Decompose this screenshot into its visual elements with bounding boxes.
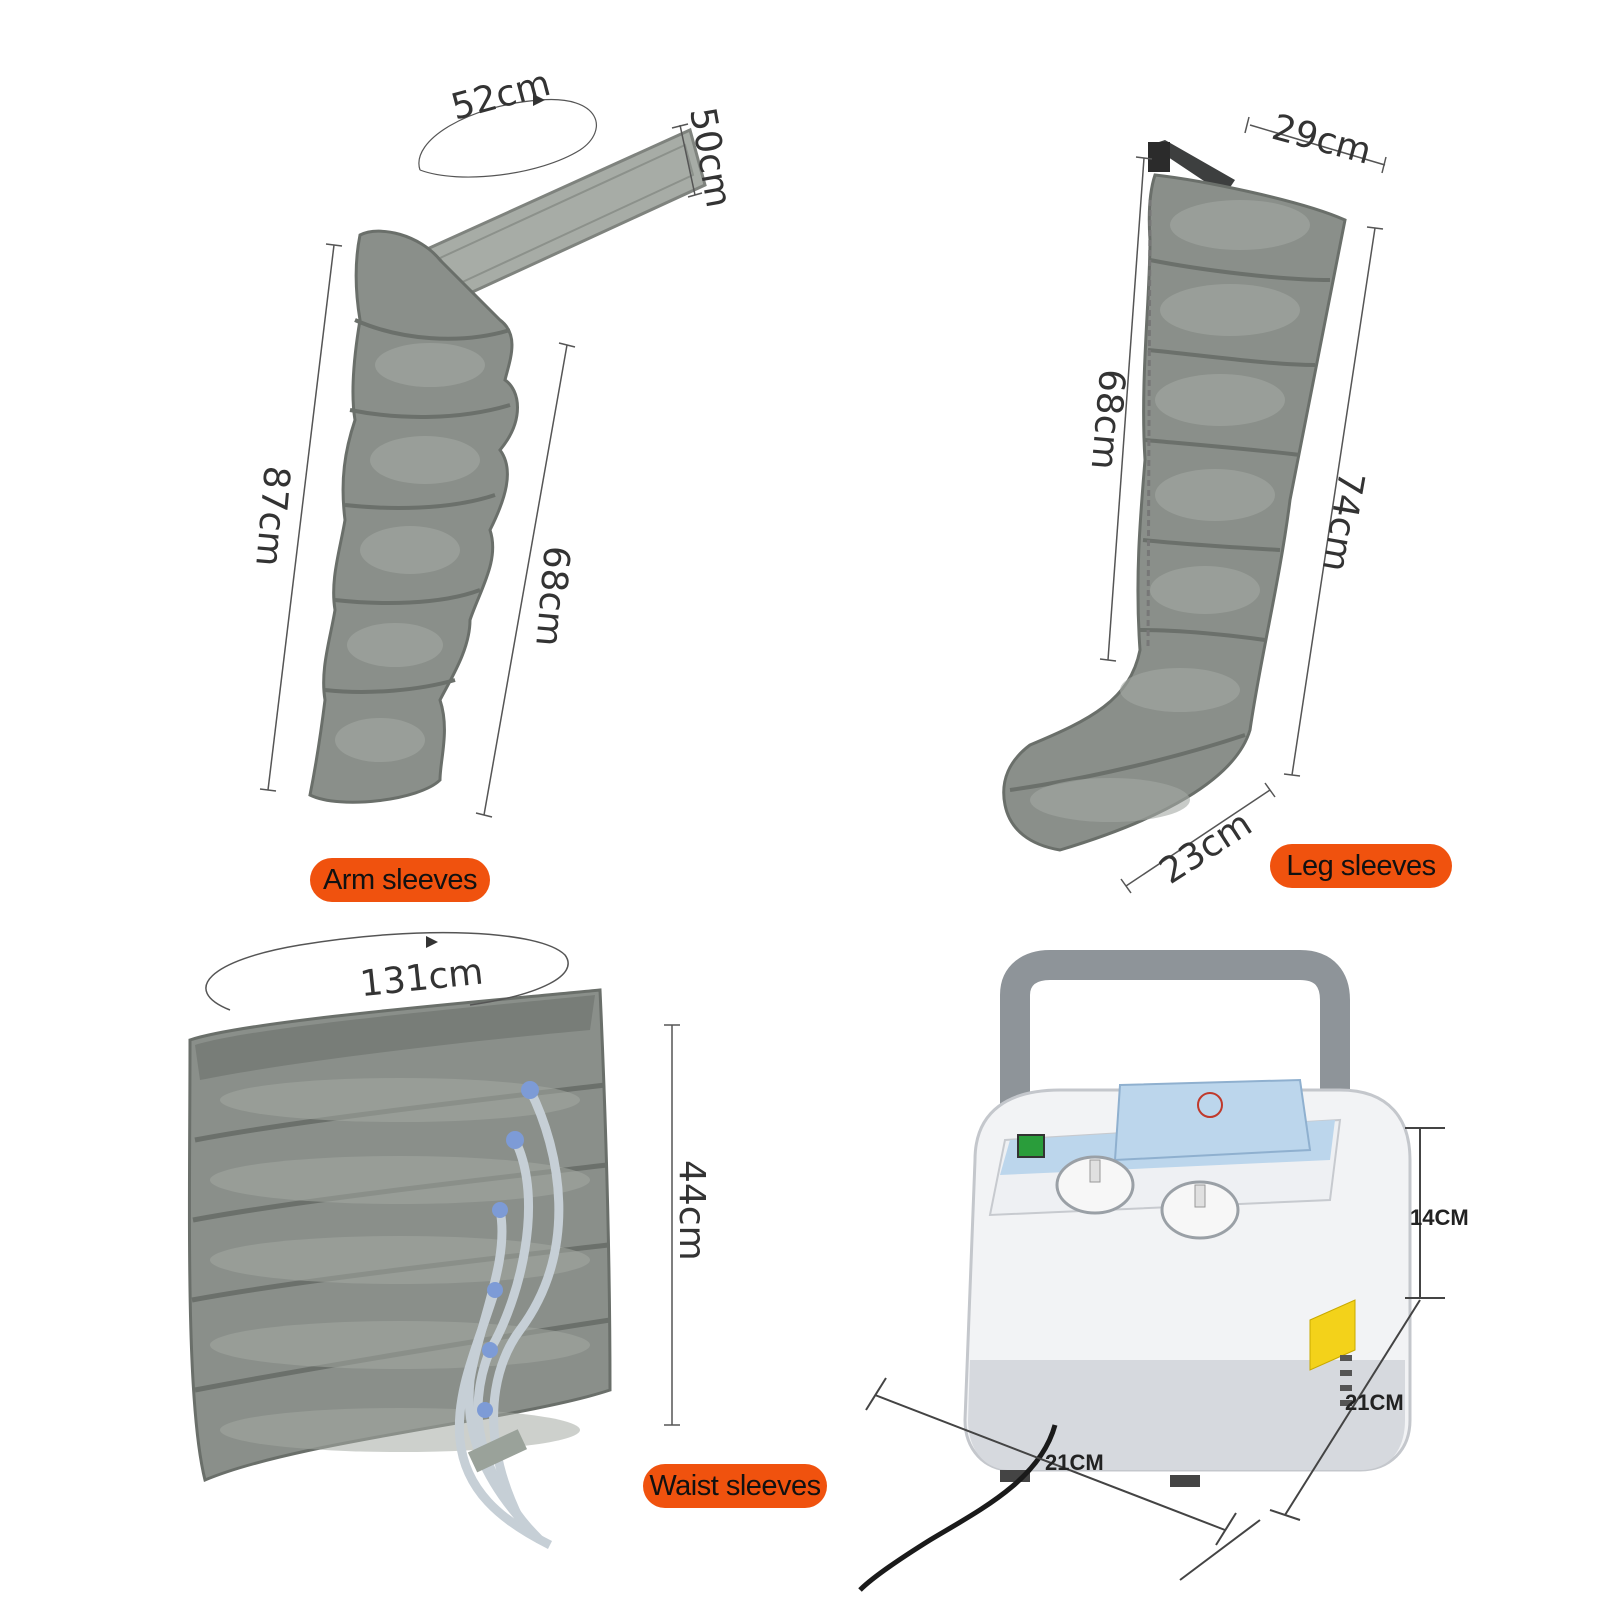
control-unit: 14CM 21CM 21CM bbox=[858, 950, 1469, 1592]
arm-circumference-label: 52cm bbox=[447, 63, 555, 129]
unit-width-label: 21CM bbox=[1045, 1450, 1104, 1475]
leg-sleeve: 29cm 68cm 74cm 23cm bbox=[1002, 107, 1387, 894]
leg-inner-length-label: 68cm bbox=[1083, 367, 1133, 471]
arm-inner-length-label: 68cm bbox=[527, 544, 577, 648]
leg-length-label: 74cm bbox=[1314, 468, 1372, 574]
arm-strap-width-label: 50cm bbox=[681, 104, 739, 210]
arm-sleeves-label: Arm sleeves bbox=[310, 858, 490, 902]
waist-sleeve: 131cm 44cm bbox=[187, 931, 712, 1550]
unit-depth-label: 21CM bbox=[1345, 1390, 1404, 1415]
waist-height-label: 44cm bbox=[671, 1160, 712, 1261]
arm-sleeve: 52cm 50cm 87cm 68cm bbox=[247, 63, 739, 818]
waist-circumference-label: 131cm bbox=[358, 951, 485, 1005]
unit-height-label: 14CM bbox=[1410, 1205, 1469, 1230]
arm-length-label: 87cm bbox=[247, 464, 297, 568]
leg-top-width-label: 29cm bbox=[1268, 107, 1376, 173]
waist-sleeves-label: Waist sleeves bbox=[643, 1464, 827, 1508]
leg-foot-width-label: 23cm bbox=[1153, 803, 1260, 892]
leg-sleeves-label: Leg sleeves bbox=[1270, 844, 1452, 888]
